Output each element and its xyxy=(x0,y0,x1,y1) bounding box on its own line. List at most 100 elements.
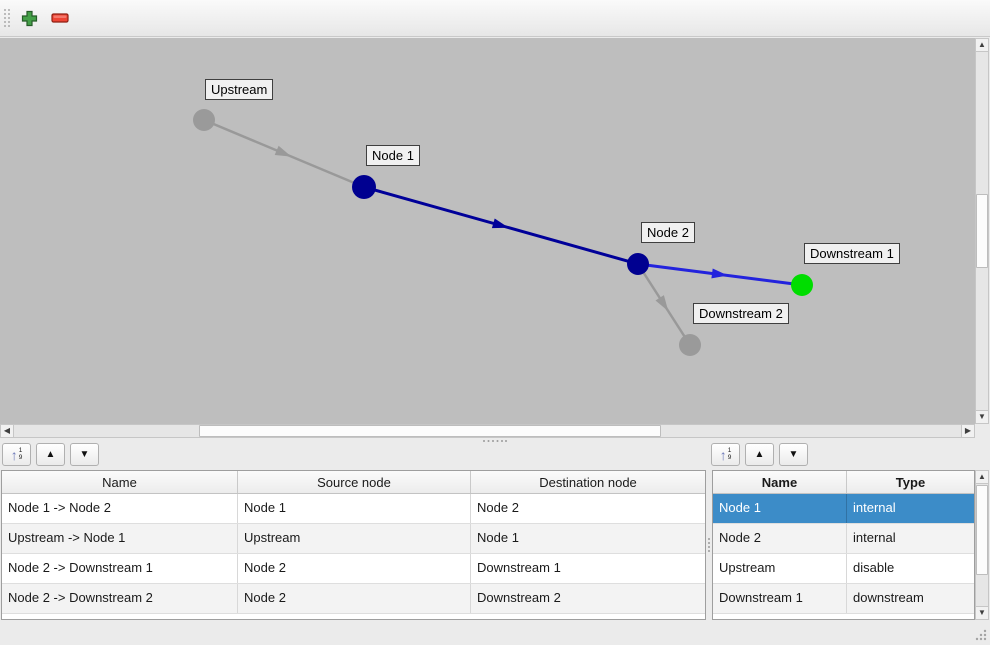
graph-node-node-1[interactable] xyxy=(352,175,376,199)
column-header-destination-node[interactable]: Destination node xyxy=(539,474,637,490)
table-cell[interactable]: Node 1 xyxy=(238,494,471,523)
column-header-source-node[interactable]: Source node xyxy=(238,471,471,493)
vertical-table-splitter[interactable] xyxy=(705,470,712,620)
sort-ascending-icon: ↑ xyxy=(719,446,727,463)
graph-node-downstream-1[interactable] xyxy=(791,274,813,296)
table-cell[interactable]: disable xyxy=(853,560,895,575)
scrollbar-thumb[interactable] xyxy=(976,194,988,268)
move-down-button[interactable]: ▼ xyxy=(70,443,99,466)
edge-arrowhead-icon xyxy=(274,145,292,157)
horizontal-pane-splitter[interactable] xyxy=(0,438,990,444)
node-label-upstream[interactable]: Upstream xyxy=(205,79,274,100)
move-up-icon: ▲ xyxy=(45,448,56,460)
graph-canvas[interactable] xyxy=(0,38,975,424)
remove-node-button[interactable] xyxy=(47,5,73,31)
table-cell[interactable]: Node 2 xyxy=(238,584,471,613)
table-row-node-1[interactable]: Node 1 internal xyxy=(713,494,974,524)
graph-horizontal-scrollbar[interactable]: ◀ ▶ xyxy=(0,424,975,438)
add-node-button[interactable] xyxy=(16,5,42,31)
move-up-button[interactable]: ▲ xyxy=(36,443,65,466)
column-header-name[interactable]: Name xyxy=(713,471,847,493)
scroll-down-button[interactable]: ▼ xyxy=(975,410,989,424)
scrollbar-thumb[interactable] xyxy=(199,425,661,437)
table-cell[interactable]: Node 1 xyxy=(713,494,847,523)
table-cell[interactable]: Node 2 -> Downstream 1 xyxy=(2,554,238,583)
arrow-right-icon: ▶ xyxy=(964,426,972,435)
arrow-down-icon: ▼ xyxy=(978,608,986,617)
grip-dots-icon xyxy=(4,9,10,27)
edge-arrowhead-icon xyxy=(491,218,509,229)
table-cell[interactable]: Upstream xyxy=(713,554,847,583)
node-label-node-2[interactable]: Node 2 xyxy=(641,222,695,243)
main-toolbar xyxy=(0,0,990,37)
table-header-row: Name Type xyxy=(713,471,974,494)
table-cell[interactable]: Downstream 1 xyxy=(477,560,561,575)
table-cell[interactable]: Node 2 xyxy=(238,554,471,583)
scroll-left-button[interactable]: ◀ xyxy=(0,424,14,438)
table-row-downstream-1[interactable]: Downstream 1 downstream xyxy=(713,584,974,614)
node-label-downstream-2[interactable]: Downstream 2 xyxy=(693,303,789,324)
table-cell[interactable]: Node 2 xyxy=(477,500,519,515)
graph-node-node-2[interactable] xyxy=(627,253,649,275)
move-down-button[interactable]: ▼ xyxy=(779,443,808,466)
table-cell[interactable]: Downstream 2 xyxy=(477,590,561,605)
table-row-node-2[interactable]: Node 2 internal xyxy=(713,524,974,554)
plus-icon xyxy=(21,10,37,26)
arrow-up-icon: ▲ xyxy=(978,40,986,49)
table-cell[interactable]: Node 2 xyxy=(713,524,847,553)
sort-ascending-icon: ↑ xyxy=(10,446,18,463)
resize-grip-icon xyxy=(975,629,987,641)
table-cell[interactable]: Node 1 -> Node 2 xyxy=(2,494,238,523)
table-cell[interactable]: Node 1 xyxy=(477,530,519,545)
edge-arrowhead-icon xyxy=(655,295,669,312)
graph-node-downstream-2[interactable] xyxy=(679,334,701,356)
move-down-icon: ▼ xyxy=(788,448,799,460)
column-header-type[interactable]: Type xyxy=(895,474,926,490)
scroll-up-button[interactable]: ▲ xyxy=(975,470,989,484)
scroll-down-button[interactable]: ▼ xyxy=(975,606,989,620)
table-row-upstream[interactable]: Upstream disable xyxy=(713,554,974,584)
table-cell[interactable]: Downstream 1 xyxy=(713,584,847,613)
graph-vertical-scrollbar[interactable]: ▲ ▼ xyxy=(975,38,989,424)
graph-node-upstream[interactable] xyxy=(193,109,215,131)
edge-arrowhead-icon xyxy=(711,268,728,279)
table-cell[interactable]: internal xyxy=(853,530,896,545)
arrow-left-icon: ◀ xyxy=(3,426,11,435)
splitter-dots-icon xyxy=(707,538,710,552)
node-table-scrollbar[interactable]: ▲ ▼ xyxy=(975,470,989,620)
table-cell[interactable]: downstream xyxy=(853,590,924,605)
move-up-icon: ▲ xyxy=(754,448,765,460)
arrow-down-icon: ▼ xyxy=(978,412,986,421)
scroll-up-button[interactable]: ▲ xyxy=(975,38,989,52)
table-cell[interactable]: Upstream xyxy=(238,524,471,553)
table-cell[interactable]: internal xyxy=(853,500,896,515)
table-cell[interactable]: Node 2 -> Downstream 2 xyxy=(2,584,238,613)
window-resize-grip[interactable] xyxy=(974,628,988,645)
minus-icon xyxy=(51,13,69,23)
table-cell[interactable]: Upstream -> Node 1 xyxy=(2,524,238,553)
node-label-downstream-1[interactable]: Downstream 1 xyxy=(804,243,900,264)
move-up-button[interactable]: ▲ xyxy=(745,443,774,466)
move-down-icon: ▼ xyxy=(79,448,90,460)
scroll-right-button[interactable]: ▶ xyxy=(961,424,975,438)
toolbar-drag-handle[interactable] xyxy=(3,7,11,32)
splitter-dots-icon xyxy=(483,440,507,442)
scrollbar-thumb[interactable] xyxy=(976,485,988,575)
node-label-node-1[interactable]: Node 1 xyxy=(366,145,420,166)
column-header-name[interactable]: Name xyxy=(2,471,238,493)
